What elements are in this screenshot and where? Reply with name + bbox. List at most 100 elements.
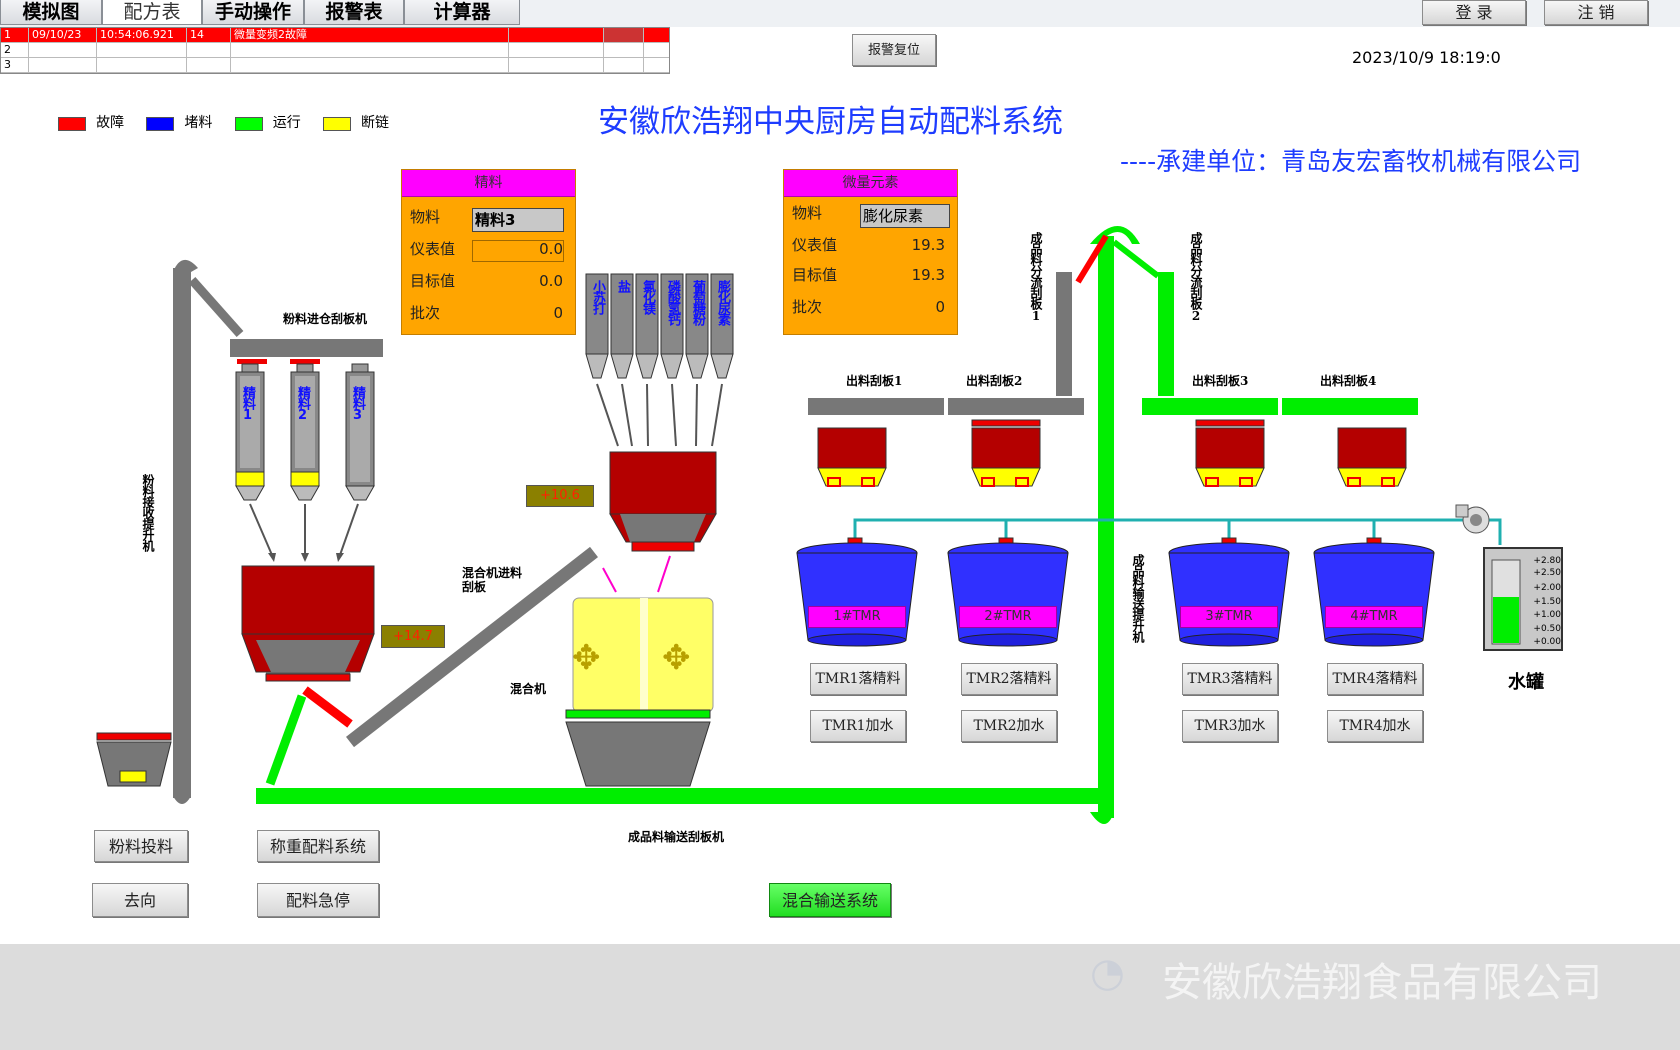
tmr-tank-4 <box>1313 537 1435 647</box>
tmr-2-drop-button[interactable]: TMR2落精料 <box>961 663 1057 695</box>
product-scraper-label: 成品料输送刮板机 <box>628 830 725 844</box>
material-label: 物料 <box>410 208 441 226</box>
water-tank-label: 水罐 <box>1508 672 1544 693</box>
alarm-time <box>97 58 187 72</box>
water-pump <box>1455 504 1490 534</box>
micro-silos <box>585 273 734 379</box>
table-row[interactable]: 2 <box>1 43 669 58</box>
tmr-tank-1 <box>796 537 918 647</box>
target-label: 目标值 <box>410 272 456 290</box>
tmr-tank-3 <box>1168 537 1290 647</box>
tmr-1-label: 1#TMR <box>808 606 906 628</box>
target-value: 0.0 <box>539 272 563 290</box>
tmr-3-water-button[interactable]: TMR3加水 <box>1182 710 1278 742</box>
alarm-flag <box>604 28 644 42</box>
panel-trace: 微量元素 物料 膨化尿素 仪表值 19.3 目标值 19.3 批次 0 <box>783 169 958 335</box>
divert-scraper-1 <box>1056 272 1072 396</box>
alarm-extra <box>509 43 604 57</box>
silo-label: 精料2 <box>295 386 310 421</box>
tmr-tank-2 <box>947 537 1069 647</box>
tmr-3-drop-button[interactable]: TMR3落精料 <box>1182 663 1278 695</box>
legend-label: 断链 <box>360 115 389 131</box>
direction-button[interactable]: 去向 <box>92 883 188 917</box>
material-label: 物料 <box>792 204 823 222</box>
product-elevator-label: 成品料输送提升机 <box>1131 554 1145 642</box>
logout-button[interactable]: 注 销 <box>1544 0 1648 25</box>
product-scraper-bar <box>256 788 1098 804</box>
tab-alarms[interactable]: 报警表 <box>304 0 404 25</box>
alarm-reset-button[interactable]: 报警复位 <box>852 34 936 66</box>
alarm-message <box>231 58 509 72</box>
tmr-2-label: 2#TMR <box>959 606 1057 628</box>
tmr-3-label: 3#TMR <box>1180 606 1278 628</box>
panel-header: 精料 <box>402 170 575 197</box>
discharge-scraper-3 <box>1142 398 1278 415</box>
powder-feed-button[interactable]: 粉料投料 <box>94 830 188 862</box>
tmr-1-water-button[interactable]: TMR1加水 <box>810 710 906 742</box>
weigh-hopper-1 <box>241 565 375 682</box>
process-diagram <box>96 226 1563 824</box>
tmr-1-drop-button[interactable]: TMR1落精料 <box>810 663 906 695</box>
table-row[interactable]: 3 <box>1 58 669 73</box>
tmr-2-water-button[interactable]: TMR2加水 <box>961 710 1057 742</box>
panel-concentrate: 精料 物料 精料3 仪表值 0.0 目标值 0.0 批次 0 <box>401 169 576 335</box>
discharge-hopper-3 <box>1195 419 1265 487</box>
material-value[interactable]: 精料3 <box>472 208 564 232</box>
silo-concentrate-3 <box>345 363 375 501</box>
tmr-4-drop-button[interactable]: TMR4落精料 <box>1327 663 1423 695</box>
legend-swatch-fault <box>58 116 86 131</box>
discharge-hopper-4 <box>1337 427 1407 487</box>
scale-tick: +0.50 <box>1533 623 1561 634</box>
mixer-scraper-label: 混合机进料刮板 <box>462 566 523 594</box>
divert-1-label: 成品料分流刮板1 <box>1029 232 1043 322</box>
row-number: 1 <box>1 28 29 42</box>
alarm-time <box>97 43 187 57</box>
mixer-agitator-icon: ✥ <box>662 638 691 678</box>
silo-label: 膨化尿素 <box>715 280 730 324</box>
emergency-stop-button[interactable]: 配料急停 <box>257 883 379 917</box>
meter-value: 0.0 <box>539 240 563 258</box>
table-row[interactable]: 1 09/10/23 10:54:06.921 14 微量变频2故障 <box>1 28 669 43</box>
meter-value: 19.3 <box>911 236 945 254</box>
silo-label: 氯化镁 <box>640 280 655 313</box>
scale-tick: +2.50 <box>1533 567 1561 578</box>
discharge-1-label: 出料刮板1 <box>846 374 903 388</box>
silo-label: 小苏打 <box>590 280 605 313</box>
page-title: 安徽欣浩翔中央厨房自动配料系统 <box>598 104 1063 140</box>
wechat-icon: ◔ <box>1090 950 1125 996</box>
panel-header: 微量元素 <box>784 170 957 197</box>
alarm-time: 10:54:06.921 <box>97 28 187 42</box>
batch-label: 批次 <box>792 298 823 316</box>
batch-value: 0 <box>553 304 563 322</box>
material-value[interactable]: 膨化尿素 <box>860 204 950 228</box>
silo-concentrate-2 <box>290 363 320 501</box>
silo-concentrate-1 <box>235 363 265 501</box>
powder-scraper-bar <box>230 339 383 357</box>
alarm-code <box>187 43 231 57</box>
weigh-system-button[interactable]: 称重配料系统 <box>257 830 379 862</box>
tab-simulation[interactable]: 模拟图 <box>0 0 102 25</box>
alarm-date <box>29 58 97 72</box>
silo-label: 盐 <box>615 280 630 291</box>
alarm-message: 微量变频2故障 <box>231 28 509 42</box>
alarm-message <box>231 43 509 57</box>
alarm-extra <box>509 28 604 42</box>
tab-calculator[interactable]: 计算器 <box>404 0 520 25</box>
discharge-hopper-1 <box>817 427 887 487</box>
legend-swatch-block <box>146 116 175 131</box>
tmr-4-water-button[interactable]: TMR4加水 <box>1327 710 1423 742</box>
alarm-flag <box>604 43 644 57</box>
mix-convey-button[interactable]: 混合输送系统 <box>769 883 891 917</box>
tab-recipe[interactable]: 配方表 <box>102 0 202 25</box>
silo-label: 精料3 <box>350 386 365 421</box>
target-value: 19.3 <box>911 266 945 284</box>
meter-box <box>472 240 564 262</box>
login-button[interactable]: 登 录 <box>1422 0 1526 25</box>
footer <box>0 944 1680 1050</box>
meter-label: 仪表值 <box>792 236 838 254</box>
scale-tick: +0.00 <box>1533 637 1561 647</box>
legend-label: 堵料 <box>184 115 213 131</box>
discharge-scraper-4 <box>1282 398 1418 415</box>
tab-manual[interactable]: 手动操作 <box>202 0 304 25</box>
discharge-hopper-2 <box>971 419 1041 487</box>
